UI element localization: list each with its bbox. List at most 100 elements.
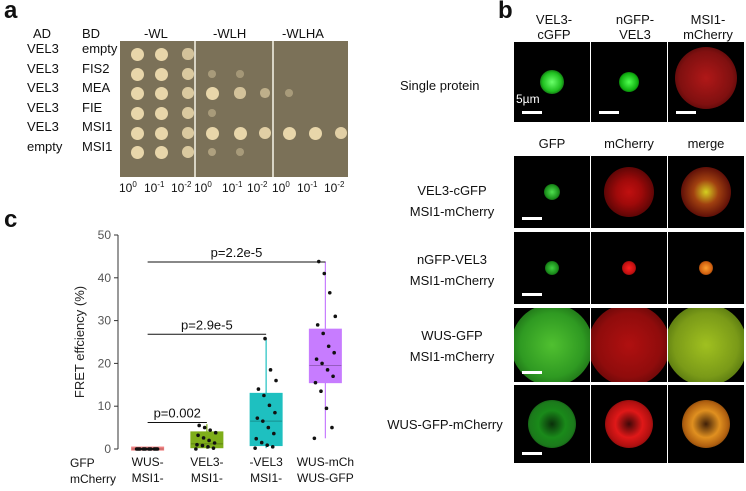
- data-point: [261, 419, 265, 423]
- category-mcherry-label: MSI1-: [250, 471, 282, 485]
- micro-wus-gfp-mcherry-gfp: [514, 385, 590, 463]
- dilution-label: 10-2: [324, 180, 345, 195]
- condition-wl: -WL: [144, 26, 168, 41]
- dilution-label: 100: [119, 180, 137, 195]
- data-point: [268, 368, 273, 372]
- p-value-label: p=2.9e-5: [181, 317, 233, 332]
- row-bd-label: MEA: [82, 80, 111, 95]
- data-point: [267, 403, 272, 408]
- micro-wus-gfp-msi1-gfp: [514, 308, 590, 382]
- yeast-colony: [154, 126, 168, 140]
- cell-signal: [668, 308, 744, 382]
- yeast-colony: [236, 148, 244, 156]
- yeast-colony: [208, 70, 216, 78]
- yeast-colony: [154, 145, 168, 159]
- yeast-colony: [154, 106, 168, 120]
- data-point: [324, 406, 329, 411]
- row-label-gfp: GFP: [70, 456, 95, 470]
- panel-a-letter: a: [4, 0, 18, 24]
- category-mcherry-label: WUS-GFP: [297, 471, 354, 485]
- micro-vel3-cgfp: 5µm: [514, 42, 590, 122]
- cell-signal: [591, 308, 667, 382]
- cell-signal: [544, 184, 560, 200]
- yeast-colony: [207, 147, 217, 157]
- yeast-colony: [182, 87, 194, 99]
- y-tick-label: 50: [98, 228, 112, 242]
- yeast-plate: [120, 41, 348, 177]
- data-point: [207, 438, 211, 443]
- data-point: [196, 433, 200, 438]
- category-gfp-label: WUS-: [132, 455, 164, 469]
- row-ad-label: VEL3: [27, 60, 59, 76]
- channel-header-mcherry: mCherry: [604, 136, 654, 151]
- yeast-colony: [154, 86, 168, 100]
- panel-c-letter: c: [4, 206, 18, 233]
- data-point: [202, 425, 207, 430]
- yeast-colony: [182, 107, 194, 119]
- single-protein-label: Single protein: [400, 78, 480, 93]
- data-point: [330, 425, 334, 430]
- data-point: [319, 389, 323, 394]
- data-point: [274, 378, 278, 383]
- micro-ngfp-vel3-msi1-merge: [668, 232, 744, 304]
- box: [249, 392, 283, 447]
- yeast-colony: [182, 68, 194, 80]
- scale-label: 5µm: [516, 92, 540, 106]
- data-point: [197, 423, 201, 428]
- yeast-colony: [233, 126, 247, 140]
- data-point: [194, 447, 198, 451]
- yeast-colony: [182, 127, 194, 139]
- dilution-label: 10-2: [247, 180, 268, 195]
- data-point: [200, 443, 205, 448]
- cell-signal: [681, 167, 731, 217]
- row-ad-label: VEL3: [27, 41, 59, 56]
- data-point: [325, 368, 330, 372]
- micro-wus-gfp-msi1-merge: [668, 308, 744, 382]
- micro-wus-gfp-msi1-mcherry: [591, 308, 667, 382]
- scale-bar: [522, 371, 542, 374]
- y-tick-label: 10: [98, 399, 112, 413]
- data-point: [314, 357, 319, 361]
- scale-bar: [522, 452, 542, 455]
- cell-signal: [682, 400, 730, 448]
- dilution-label: 10-1: [144, 180, 165, 195]
- data-point: [149, 447, 153, 451]
- yeast-colony: [260, 88, 270, 98]
- data-point: [322, 271, 327, 276]
- row-label-wus-gfp-mcherry: WUS-GFP-mCherry: [387, 417, 503, 432]
- data-point: [315, 323, 320, 327]
- micro-vel3-cgfp-msi1-mcherry: [591, 156, 667, 228]
- data-point: [313, 380, 318, 385]
- panel-b-letter: b: [498, 0, 513, 24]
- cell-signal: [699, 261, 713, 275]
- yeast-colony: [205, 126, 219, 140]
- y-axis-label: FRET effciency (%): [72, 286, 87, 398]
- scale-bar: [676, 111, 696, 114]
- data-point: [273, 410, 277, 415]
- data-point: [155, 447, 160, 451]
- cell-signal: [605, 400, 653, 448]
- category-gfp-label: -VEL3: [249, 455, 283, 469]
- dilution-label: 10-1: [222, 180, 243, 195]
- micro-ngfp-vel3-msi1-gfp: [514, 232, 590, 304]
- scale-bar: [522, 111, 542, 114]
- category-gfp-label: WUS-mCh: [297, 455, 354, 469]
- yeast-colony: [182, 146, 194, 158]
- box: [308, 328, 342, 384]
- data-point: [143, 447, 148, 451]
- micro-vel3-cgfp-msi1-merge: [668, 156, 744, 228]
- data-point: [254, 436, 259, 441]
- data-point: [331, 374, 335, 379]
- data-point: [201, 436, 206, 440]
- row-ad-label: VEL3: [27, 80, 59, 95]
- cell-signal: [540, 70, 564, 94]
- data-point: [333, 314, 338, 319]
- micro-vel3-cgfp-msi1-gfp: [514, 156, 590, 228]
- micro-wus-gfp-mcherry-merge: [668, 385, 744, 463]
- yeast-colony: [130, 86, 144, 100]
- row-bd-label: FIE: [82, 99, 103, 115]
